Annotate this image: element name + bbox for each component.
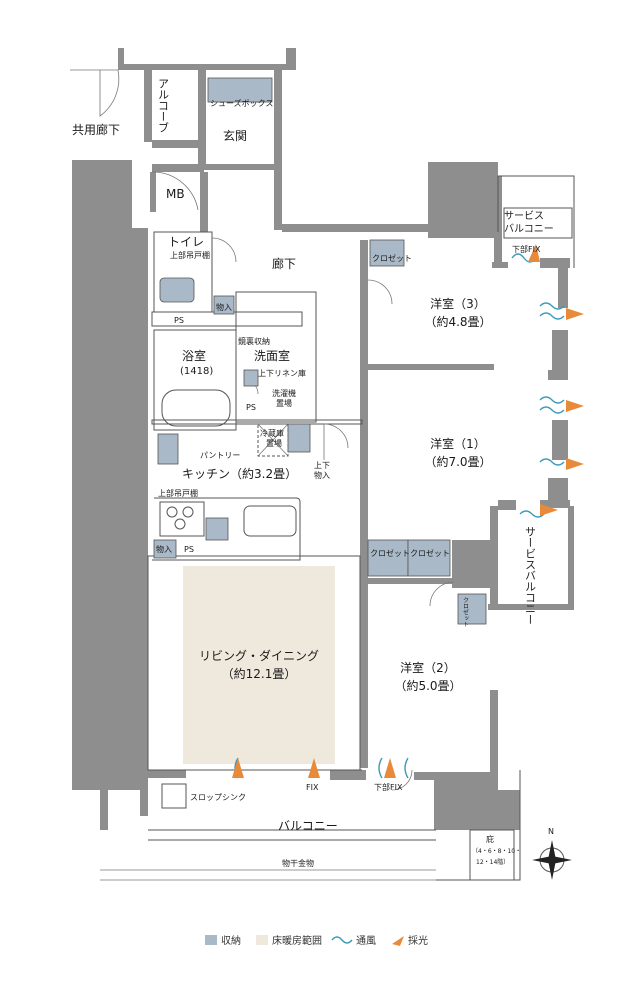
entrance-label: 玄関 bbox=[223, 128, 247, 143]
linen-label: 上下リネン庫 bbox=[258, 368, 306, 378]
legend-storage-label: 収納 bbox=[221, 934, 241, 947]
storage-areas bbox=[153, 77, 487, 625]
storage-2-label: 物入 bbox=[156, 544, 172, 554]
legend: 収納 床暖房範囲 通風 採光 bbox=[205, 934, 428, 947]
ventilation-markers bbox=[234, 253, 565, 779]
ps-3-label: PS bbox=[184, 545, 194, 554]
toilet-upper-cabinet-label: 上部吊戸棚 bbox=[170, 250, 210, 260]
room-3-size-label: （約4.8畳） bbox=[424, 314, 491, 329]
kitchen-label: キッチン（約3.2畳） bbox=[182, 466, 297, 481]
alcove-label: アルコーブ bbox=[157, 78, 170, 133]
corridor-label: 廊下 bbox=[272, 256, 296, 271]
legend-floorheat-swatch bbox=[256, 935, 268, 945]
mb-label: MB bbox=[166, 187, 185, 201]
service-balcony-top-label: サービス bbox=[504, 210, 544, 222]
storage-1-label: 物入 bbox=[216, 302, 232, 312]
legend-sun-icon bbox=[392, 936, 404, 946]
north-label: N bbox=[548, 827, 554, 836]
living-dining-size-label: （約12.1畳） bbox=[222, 666, 297, 681]
pantry-label: パントリー bbox=[200, 451, 240, 460]
room-3-label: 洋室（3） bbox=[430, 296, 486, 311]
washer-place-label: 置場 bbox=[276, 398, 292, 408]
living-dining-label: リビング・ダイニング bbox=[199, 648, 319, 663]
legend-wind-label: 通風 bbox=[356, 935, 376, 947]
laundry-hanger-label: 物干金物 bbox=[282, 858, 314, 868]
ps-2-label: PS bbox=[246, 403, 256, 412]
legend-wind-icon bbox=[331, 936, 353, 944]
slop-sink-label: スロップシンク bbox=[190, 793, 246, 802]
interior-lines bbox=[70, 69, 575, 881]
eaves-floors-label-1: （4・6・8・10・ bbox=[472, 848, 521, 855]
compass bbox=[532, 840, 572, 880]
fix-top-label: 下部FIX bbox=[512, 244, 541, 254]
closet-1-label: クロゼット bbox=[372, 253, 412, 263]
closet-4-label: クロゼット bbox=[462, 597, 469, 627]
kitchen-upper-cabinet-label: 上部吊戸棚 bbox=[158, 488, 198, 498]
ps-1-label: PS bbox=[174, 316, 184, 325]
washer-label: 洗濯機 bbox=[272, 388, 296, 398]
washroom-label: 洗面室 bbox=[254, 348, 290, 363]
daylight-markers bbox=[232, 244, 584, 778]
closet-2-label: クロゼット bbox=[370, 548, 410, 558]
storage-updown-label: 上下 bbox=[314, 461, 330, 470]
room-1-size-label: （約7.0畳） bbox=[424, 454, 491, 469]
legend-storage-swatch bbox=[205, 935, 217, 945]
legend-sun-label: 採光 bbox=[408, 934, 428, 947]
storage-updown-2-label: 物入 bbox=[314, 470, 330, 480]
service-balcony-side-label: サービスバルコニー bbox=[524, 526, 537, 625]
fridge-label: 冷蔵庫 bbox=[260, 428, 284, 438]
fix-bottom-label: FIX bbox=[306, 783, 319, 792]
walls bbox=[72, 48, 574, 830]
toilet-label: トイレ bbox=[168, 235, 204, 249]
bathroom-label: 浴室 bbox=[182, 348, 206, 363]
shoes-box-label: シューズボックス bbox=[210, 98, 273, 108]
room-1-label: 洋室（1） bbox=[430, 436, 486, 451]
legend-floorheat-label: 床暖房範囲 bbox=[272, 934, 322, 947]
room-2-label: 洋室（2） bbox=[400, 660, 456, 675]
eaves-label: 庇 bbox=[486, 834, 494, 844]
fridge-place-label: 置場 bbox=[266, 438, 282, 448]
closet-3-label: クロゼット bbox=[410, 548, 450, 558]
floor-heating-area bbox=[183, 566, 335, 764]
service-balcony-top-label-2: バルコニー bbox=[504, 223, 554, 235]
fix-bottom-2-label: 下部FIX bbox=[374, 782, 403, 792]
mirror-storage-label: 鏡裏収納 bbox=[238, 336, 270, 346]
room-2-size-label: （約5.0畳） bbox=[394, 678, 461, 693]
common-corridor-label: 共用廊下 bbox=[72, 122, 120, 137]
eaves-floors-label-2: 12・14階） bbox=[476, 858, 509, 866]
bathroom-size-label: (1418) bbox=[180, 366, 213, 377]
balcony-label: バルコニー bbox=[278, 819, 338, 833]
